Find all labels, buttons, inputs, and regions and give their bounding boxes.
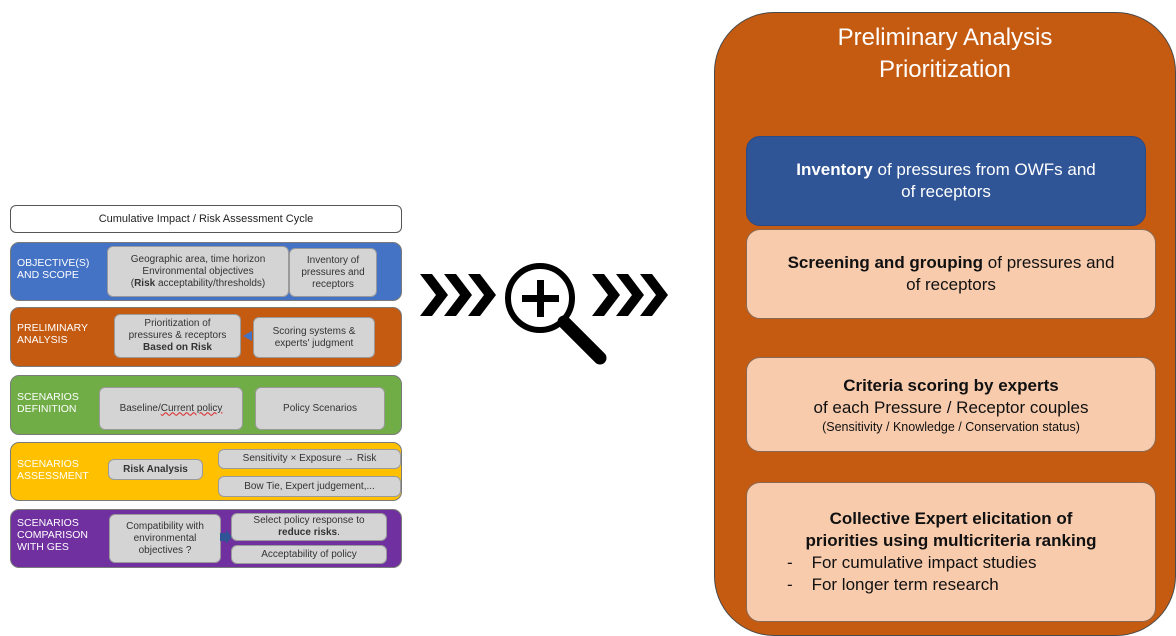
band-definition-label: SCENARIOS DEFINITION: [17, 391, 79, 415]
prioritization-box: Prioritization of pressures & receptors …: [114, 314, 241, 358]
risk-analysis-box: Risk Analysis: [108, 459, 203, 480]
screening-box: Screening and grouping of pressures and …: [746, 229, 1156, 319]
objectives-inventory-box: Inventory of pressures and receptors: [289, 248, 377, 297]
band-comparison: SCENARIOS COMPARISON WITH GES Compatibil…: [10, 509, 402, 568]
bow-tie-box: Bow Tie, Expert judgement,...: [218, 476, 401, 497]
band-comparison-label: SCENARIOS COMPARISON WITH GES: [17, 517, 88, 553]
arrow-left-icon: [243, 331, 252, 341]
zoom-in-magnifier-icon: [505, 263, 607, 365]
triple-chevron-right-icon: [420, 274, 496, 316]
criteria-box: Criteria scoring by experts of each Pres…: [746, 357, 1156, 452]
policy-scenarios-box: Policy Scenarios: [255, 387, 385, 430]
scoring-systems-box: Scoring systems & experts' judgment: [253, 317, 375, 358]
acceptability-box: Acceptability of policy: [231, 545, 387, 564]
band-definition: SCENARIOS DEFINITION Baseline/Current po…: [10, 375, 402, 435]
panel-title: Preliminary Analysis Prioritization: [837, 24, 1053, 83]
cycle-title: Cumulative Impact / Risk Assessment Cycl…: [10, 205, 402, 233]
baseline-box: Baseline/Current policy: [99, 387, 243, 430]
objectives-scope-box: Geographic area, time horizon Environmen…: [107, 246, 289, 297]
triple-chevron-right-icon: [592, 274, 668, 316]
bullet-list: - For cumulative impact studies - For lo…: [787, 552, 1036, 596]
compatibility-box: Compatibility with environmental objecti…: [109, 514, 221, 563]
band-assessment-label: SCENARIOS ASSESSMENT: [17, 458, 89, 482]
sensitivity-exposure-box: Sensitivity × Exposure → Risk: [218, 449, 401, 469]
inventory-box: Inventory of pressures from OWFs and of …: [746, 136, 1146, 226]
band-objectives-label: OBJECTIVE(S) AND SCOPE: [17, 257, 90, 281]
band-preliminary: PRELIMINARY ANALYSIS Prioritization of p…: [10, 307, 402, 367]
bullet-item: - For cumulative impact studies: [787, 553, 1037, 572]
band-assessment: SCENARIOS ASSESSMENT Risk Analysis Sensi…: [10, 442, 402, 501]
cycle-title-text: Cumulative Impact / Risk Assessment Cycl…: [98, 213, 314, 225]
band-objectives: OBJECTIVE(S) AND SCOPE Geographic area, …: [10, 242, 402, 301]
bullet-item: - For longer term research: [787, 575, 999, 594]
band-preliminary-label: PRELIMINARY ANALYSIS: [17, 322, 88, 346]
arrow-right-icon: [220, 530, 232, 544]
collective-elicitation-box: Collective Expert elicitation of priorit…: [746, 482, 1156, 622]
select-policy-box: Select policy response to reduce risks.: [231, 513, 387, 541]
